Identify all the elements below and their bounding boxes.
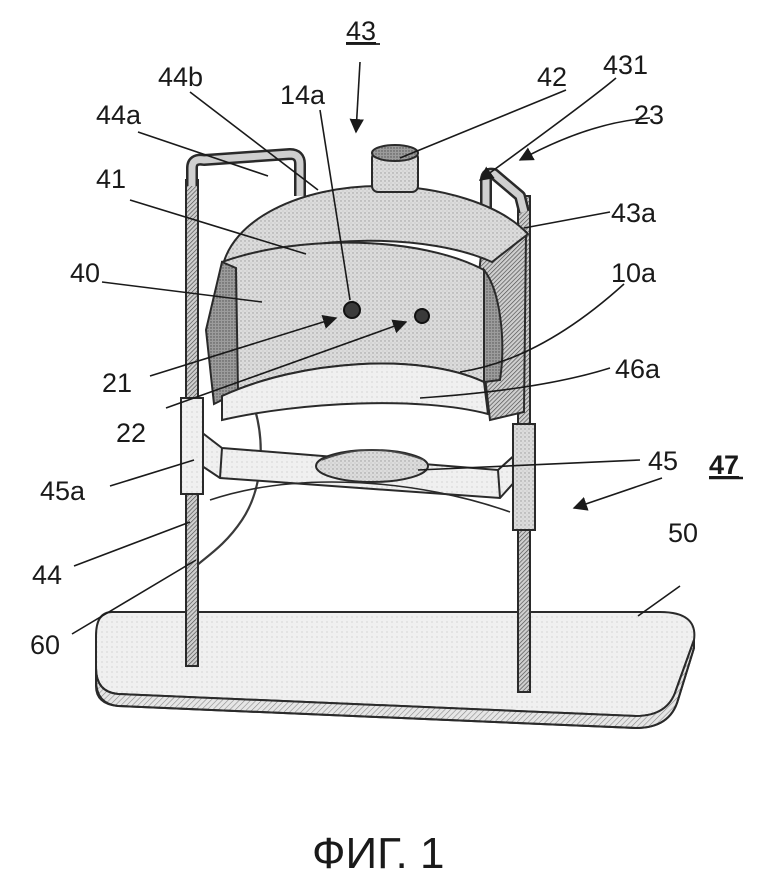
label-46a: 46a xyxy=(615,354,661,384)
label-14a: 14a xyxy=(280,80,326,110)
label-41: 41 xyxy=(96,164,126,194)
sensor-left xyxy=(344,302,360,318)
figure-caption: ФИГ. 1 xyxy=(312,829,444,878)
label-10a: 10a xyxy=(611,258,657,288)
label-60: 60 xyxy=(30,630,60,660)
label-44b: 44b xyxy=(158,62,203,92)
label-44: 44 xyxy=(32,560,62,590)
label-431: 431 xyxy=(603,50,648,80)
label-45a: 45a xyxy=(40,476,86,506)
sensor-right xyxy=(415,309,429,323)
label-40: 40 xyxy=(70,258,100,288)
label-22: 22 xyxy=(116,418,146,448)
label-44a: 44a xyxy=(96,100,142,130)
label-43a: 43a xyxy=(611,198,657,228)
label-47: 47 xyxy=(709,450,739,480)
left-rod xyxy=(181,180,203,666)
label-21: 21 xyxy=(102,368,132,398)
top-knob xyxy=(372,145,418,192)
label-50: 50 xyxy=(668,518,698,548)
label-42: 42 xyxy=(537,62,567,92)
label-43: 43 xyxy=(346,16,376,46)
headrest-pad xyxy=(316,450,428,482)
label-45: 45 xyxy=(648,446,678,476)
helmet-shell xyxy=(206,186,528,420)
label-23: 23 xyxy=(634,100,664,130)
